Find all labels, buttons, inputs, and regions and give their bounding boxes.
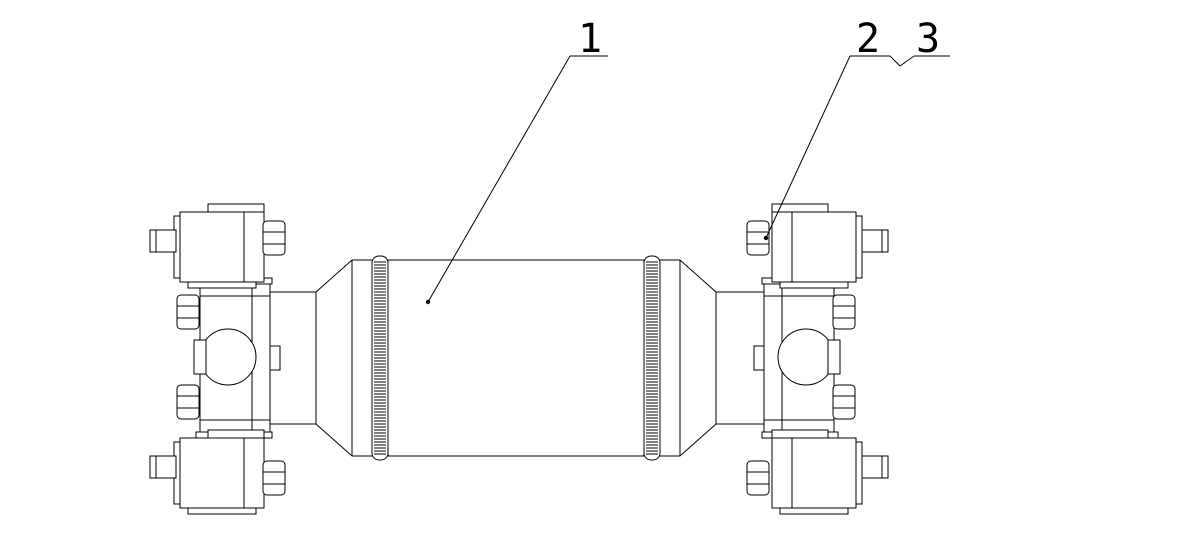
callout-label-2: 2	[856, 16, 880, 62]
left-reducer-cone	[269, 259, 353, 457]
right-flange-block	[753, 277, 841, 439]
valve-housing-top-right	[771, 203, 889, 289]
valve-housing-bottom-right	[771, 429, 889, 515]
left-knurled-band	[371, 255, 389, 461]
valve-housing-bottom-left	[149, 429, 265, 515]
right-reducer-cone	[679, 259, 765, 457]
valve-housing-top-left	[149, 203, 265, 289]
callout-label-3: 3	[916, 16, 940, 62]
hex-nuts	[176, 220, 856, 496]
right-knurled-band	[643, 255, 661, 461]
left-flange-block	[193, 277, 281, 439]
leader-part-2-3	[763, 55, 950, 241]
central-cylinder-body	[351, 259, 681, 457]
leader-part-1	[425, 55, 608, 305]
callout-label-1: 1	[578, 16, 602, 62]
